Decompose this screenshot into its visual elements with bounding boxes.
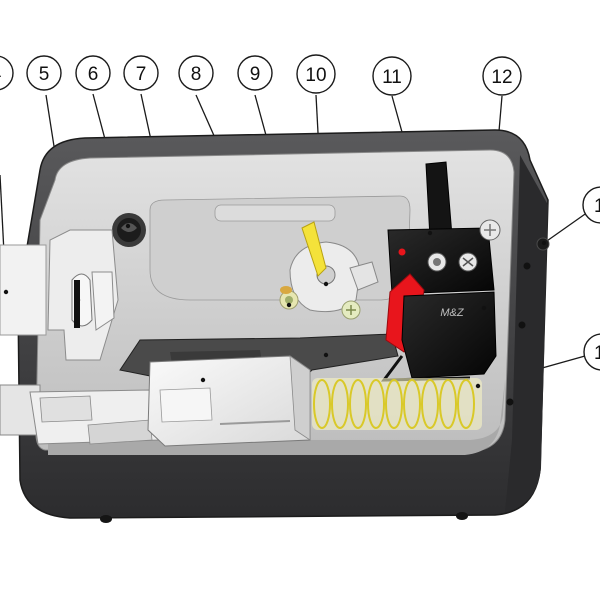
grommet bbox=[112, 213, 146, 247]
left-clip bbox=[47, 229, 119, 361]
callout-label: 4 bbox=[0, 64, 2, 85]
callout-11: 11 bbox=[372, 56, 412, 96]
callouts: 4 5 6 7 8 9 10 11 bbox=[0, 54, 600, 371]
callout-label: 5 bbox=[39, 64, 50, 85]
callout-label: 11 bbox=[382, 67, 402, 88]
callout-label: 8 bbox=[191, 64, 202, 85]
callout-label: 10 bbox=[305, 65, 326, 86]
lever-hub bbox=[289, 221, 379, 313]
callout-7: 7 bbox=[123, 55, 159, 91]
callout-6: 6 bbox=[75, 55, 111, 91]
callout-4: 4 bbox=[0, 55, 14, 91]
callout-label: 9 bbox=[250, 64, 261, 85]
callout-14: 1 bbox=[583, 333, 600, 371]
switch-marking: M&Z bbox=[440, 307, 465, 319]
callout-8: 8 bbox=[178, 55, 214, 91]
leader-dots bbox=[3, 223, 547, 389]
callout-label: 6 bbox=[88, 64, 99, 85]
coil-spring bbox=[312, 378, 482, 430]
callout-label: 12 bbox=[491, 67, 512, 88]
small-screw bbox=[279, 286, 361, 320]
callout-5: 5 bbox=[26, 55, 62, 91]
callout-10: 10 bbox=[296, 54, 336, 94]
callout-9: 9 bbox=[237, 55, 273, 91]
bolt-assembly bbox=[29, 389, 161, 445]
callout-12: 12 bbox=[482, 56, 522, 96]
microswitch-assembly: M&Z bbox=[380, 161, 501, 382]
callout-13: 1 bbox=[582, 186, 600, 224]
callout-label: 7 bbox=[136, 64, 147, 85]
callout-label: 1 bbox=[594, 343, 600, 364]
latch-block bbox=[147, 355, 311, 447]
callout-label: 1 bbox=[594, 196, 600, 217]
